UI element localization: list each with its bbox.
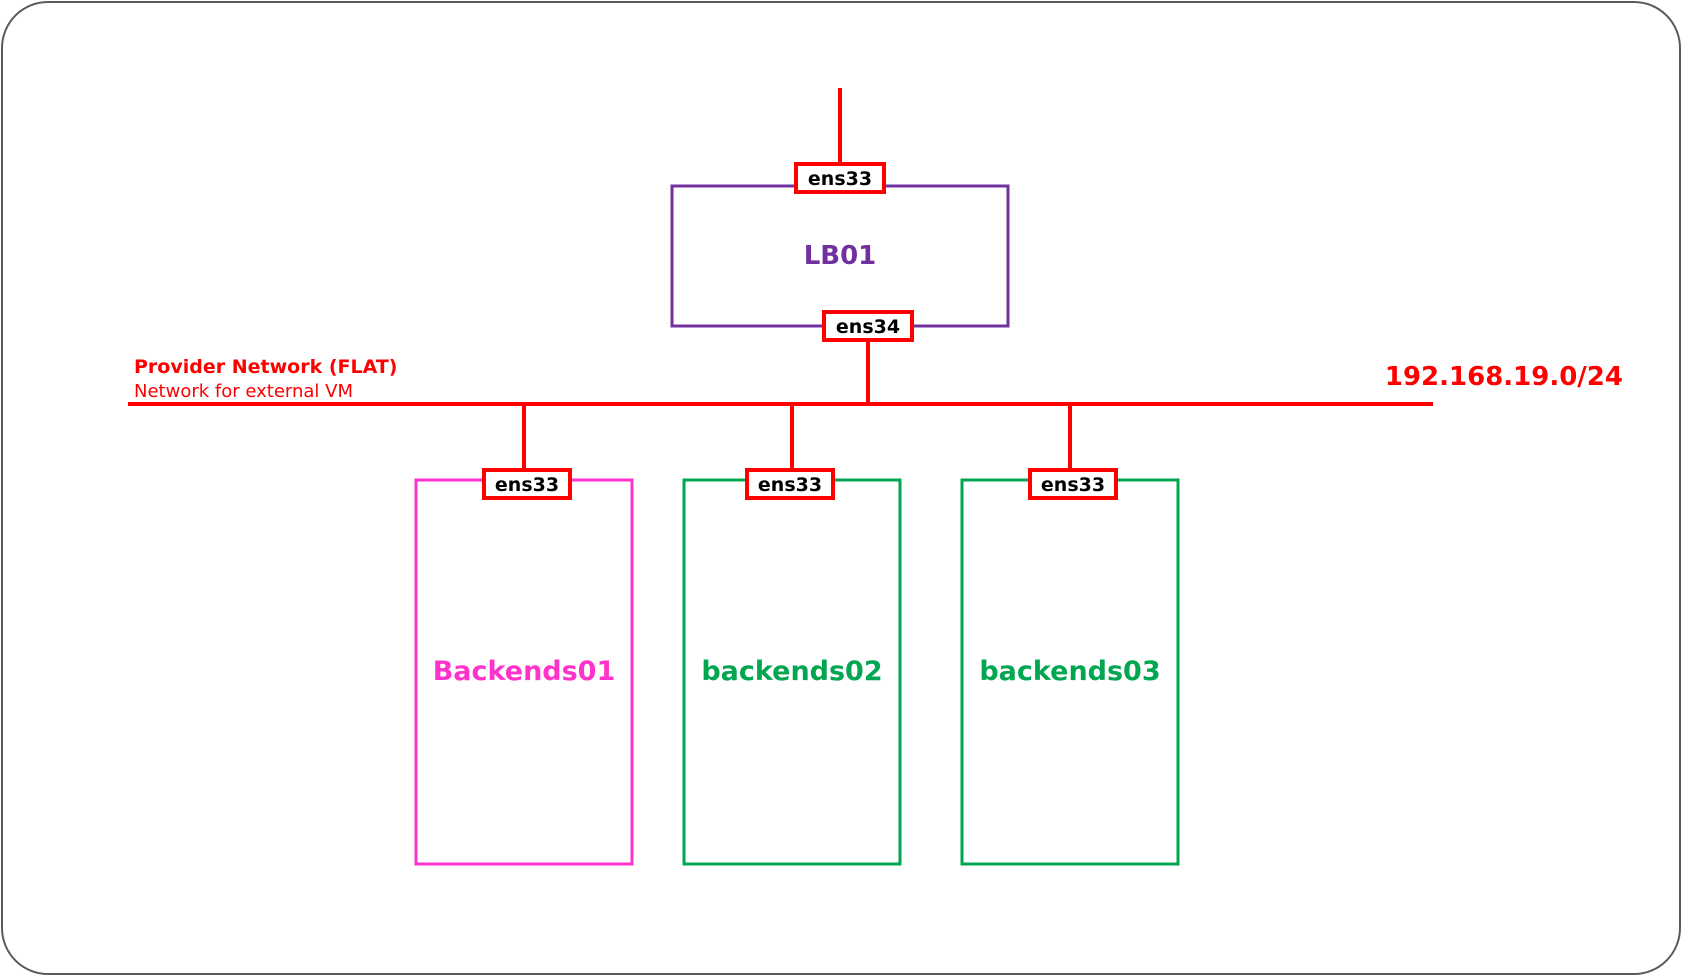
network-title: Provider Network (FLAT)	[134, 356, 397, 378]
lb-nic-top-box	[794, 162, 886, 194]
backend-box	[414, 478, 634, 866]
lb-node: LB01 ens33 ens34	[670, 162, 1010, 342]
lb-nic-bottom-label: ens34	[836, 316, 900, 338]
backend-nic-box	[482, 468, 572, 500]
backend-name: Backends01	[433, 656, 616, 687]
backend-nic-label: ens33	[758, 474, 822, 496]
backend-nic-label: ens33	[495, 474, 559, 496]
lb-nic-bottom-box	[822, 310, 914, 342]
backend-node: Backends01 ens33	[414, 404, 634, 866]
lb-box	[670, 184, 1010, 328]
network-subtitle: Network for external VM	[134, 381, 353, 402]
backend-box	[682, 478, 902, 866]
backend-nic-label: ens33	[1041, 474, 1105, 496]
backend-nic-box	[1028, 468, 1118, 500]
backend-nic-box	[745, 468, 835, 500]
backend-name: backends03	[979, 656, 1160, 687]
lb-nic-top-label: ens33	[808, 168, 872, 190]
network-cidr: 192.168.19.0/24	[1385, 362, 1623, 392]
backend-name: backends02	[701, 656, 882, 687]
backend-node: backends03 ens33	[960, 404, 1180, 866]
backend-box	[960, 478, 1180, 866]
lb-name: LB01	[804, 241, 877, 271]
backend-node: backends02 ens33	[682, 404, 902, 866]
